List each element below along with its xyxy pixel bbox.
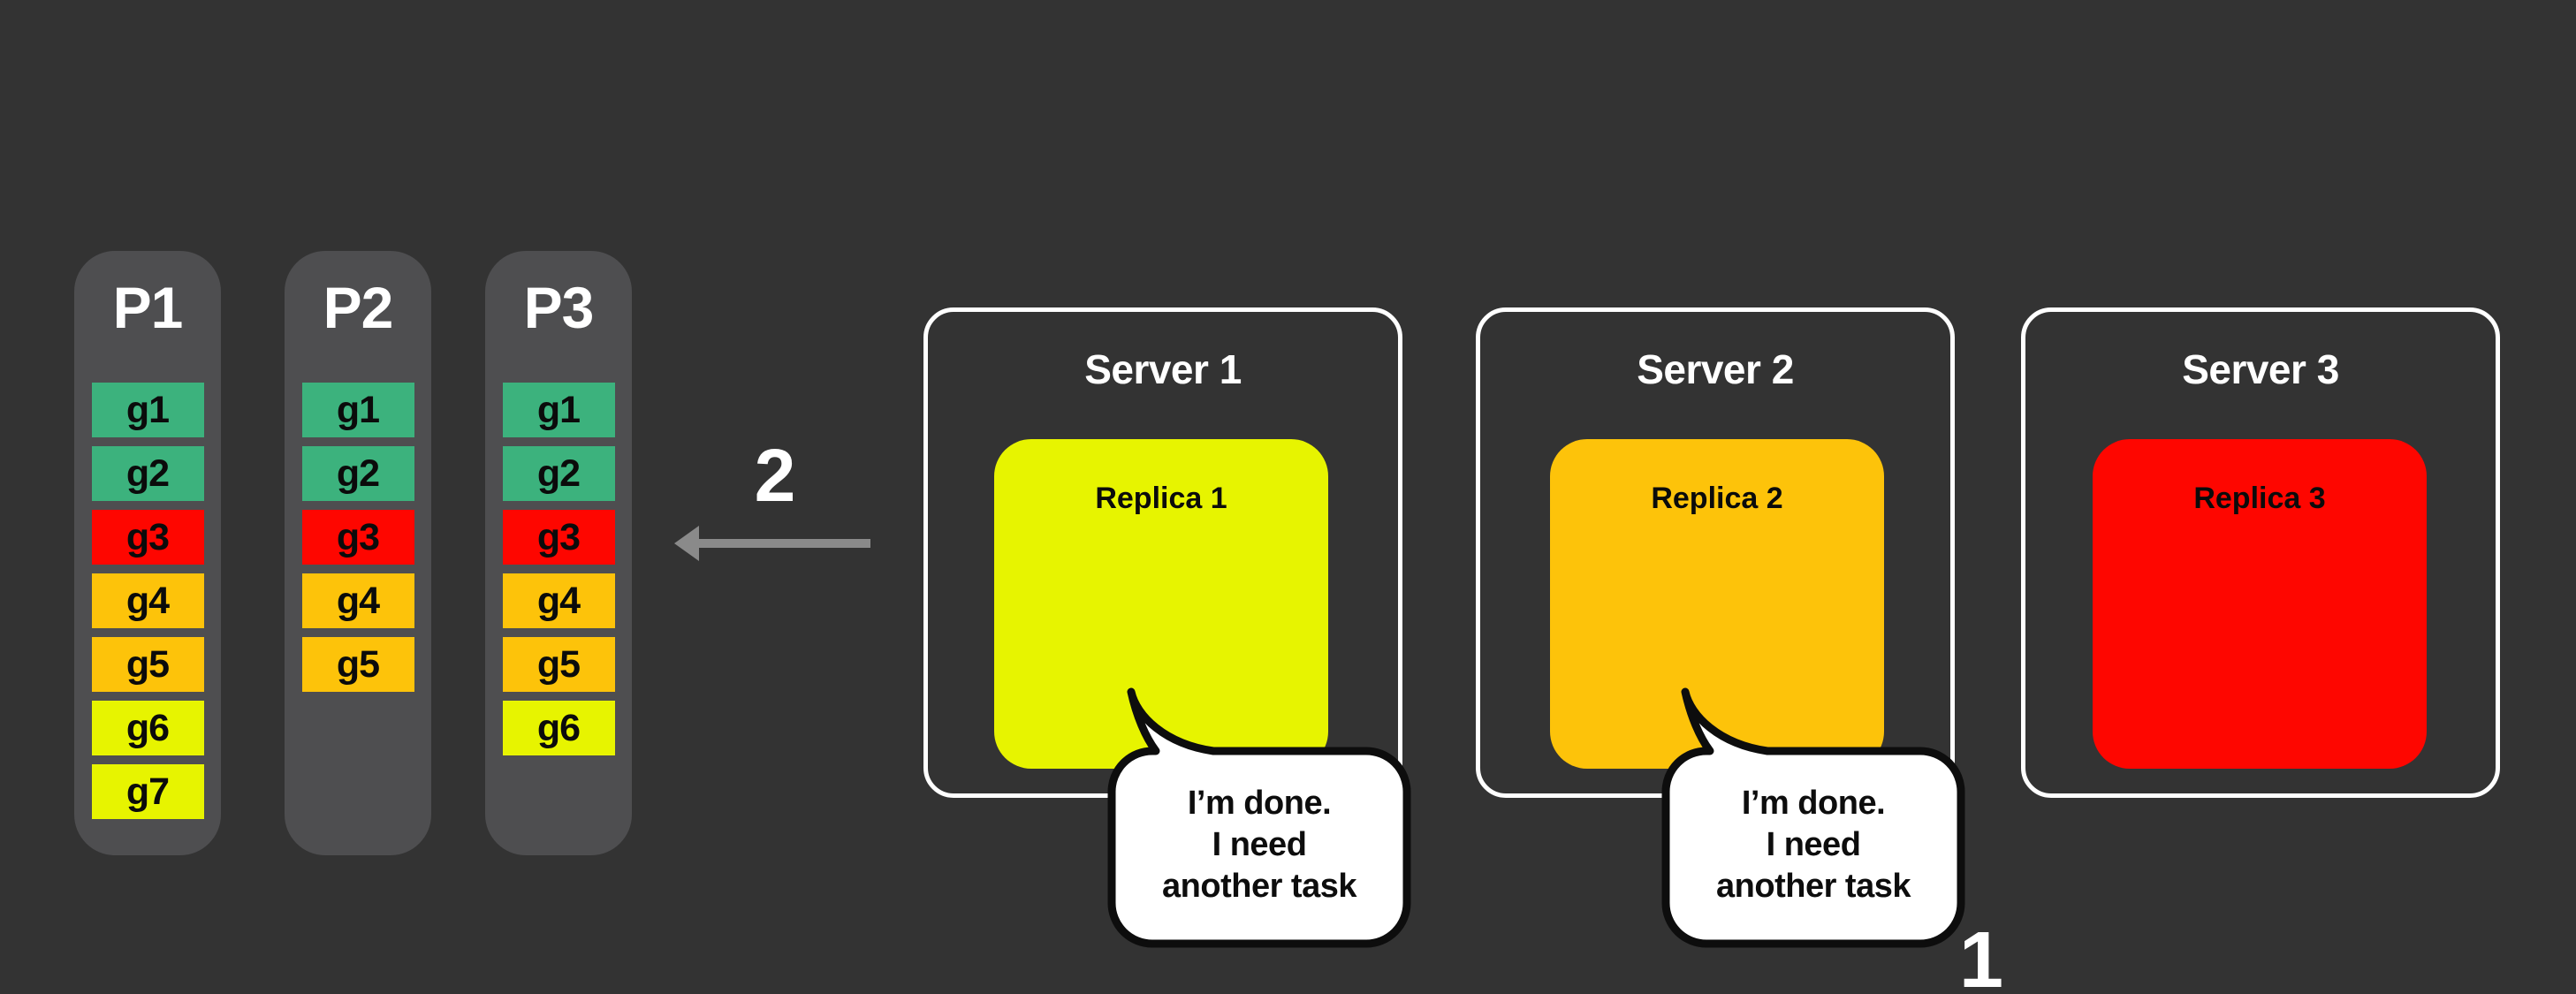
pool-p1-task-list: g1 g2 g3 g4 g5 g6 g7 — [74, 383, 221, 819]
speech-line: I need — [1212, 826, 1307, 863]
task-cell: g5 — [502, 637, 615, 692]
step-1-label: 1 — [1958, 916, 2004, 994]
speech-line: I’m done. — [1741, 785, 1886, 822]
task-cell: g3 — [91, 510, 204, 565]
step-2-label: 2 — [754, 434, 796, 517]
speech-line: another task — [1716, 868, 1911, 905]
speech-bubble-text: I’m done. I need another task — [1666, 783, 1961, 907]
task-cell: g4 — [502, 573, 615, 628]
pool-title: P1 — [112, 275, 184, 340]
task-cell: g2 — [502, 446, 615, 501]
server-box-1: Server 1 Replica 1 — [923, 307, 1402, 798]
task-cell: g6 — [91, 701, 204, 755]
task-cell: g2 — [91, 446, 204, 501]
pool-title: P2 — [323, 275, 394, 340]
server-title: Server 2 — [1637, 346, 1794, 392]
task-cell: g2 — [301, 446, 414, 501]
replica-label: Replica 3 — [2193, 482, 2326, 515]
task-cell: g4 — [301, 573, 414, 628]
task-cell: g6 — [502, 701, 615, 755]
speech-bubble-shape — [1661, 687, 1965, 948]
task-cell: g1 — [301, 383, 414, 437]
server-box-3: Server 3 Replica 3 — [2021, 307, 2500, 798]
replica-1: Replica 1 — [994, 439, 1328, 769]
server-title: Server 3 — [2182, 346, 2339, 392]
server-title: Server 1 — [1084, 346, 1242, 392]
task-cell: g1 — [91, 383, 204, 437]
pool-p1: P1 g1 g2 g3 g4 g5 g6 g7 — [74, 251, 221, 855]
task-cell: g3 — [301, 510, 414, 565]
replica-3: Replica 3 — [2093, 439, 2427, 769]
speech-bubble-shape — [1107, 687, 1411, 948]
speech-bubble-text: I’m done. I need another task — [1112, 783, 1407, 907]
speech-line: another task — [1162, 868, 1356, 905]
replica-label: Replica 1 — [1095, 482, 1227, 515]
speech-line: I need — [1766, 826, 1861, 863]
speech-bubble-1: I’m done. I need another task — [1105, 680, 1414, 951]
task-cell: g5 — [301, 637, 414, 692]
pool-p3-task-list: g1 g2 g3 g4 g5 g6 — [485, 383, 632, 755]
left-arrow-icon — [674, 526, 870, 561]
speech-line: I’m done. — [1187, 785, 1332, 822]
task-cell: g3 — [502, 510, 615, 565]
pool-p2-task-list: g1 g2 g3 g4 g5 — [285, 383, 431, 692]
task-cell: g5 — [91, 637, 204, 692]
pool-title: P3 — [523, 275, 595, 340]
pool-p2: P2 g1 g2 g3 g4 g5 — [285, 251, 431, 855]
replica-2: Replica 2 — [1550, 439, 1884, 769]
replica-label: Replica 2 — [1651, 482, 1783, 515]
speech-bubble-2: I’m done. I need another task — [1659, 680, 1968, 951]
task-cell: g4 — [91, 573, 204, 628]
task-cell: g1 — [502, 383, 615, 437]
pool-p3: P3 g1 g2 g3 g4 g5 g6 — [485, 251, 632, 855]
task-cell: g7 — [91, 764, 204, 819]
